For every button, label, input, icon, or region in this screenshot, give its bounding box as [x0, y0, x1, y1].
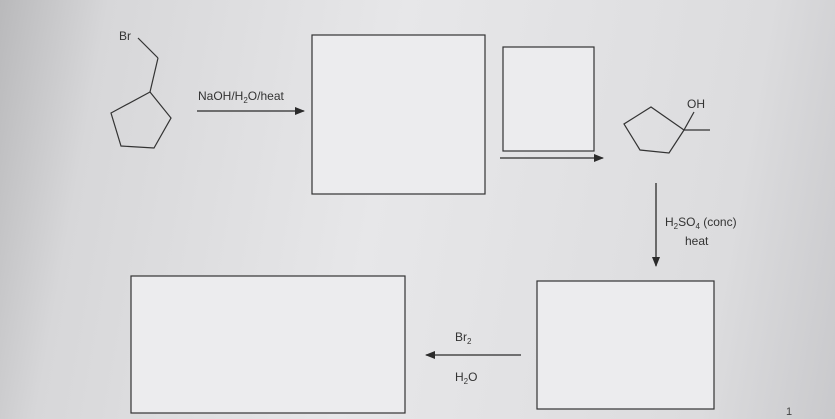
step3-reagent-line2: heat: [685, 234, 709, 248]
start-molecule: [110, 37, 172, 149]
answer-box-intermediate[interactable]: [311, 34, 486, 195]
step4-reagent-br2: Br2: [455, 330, 472, 346]
cyclopentane-ring: [110, 91, 172, 149]
oh-label: OH: [687, 97, 705, 111]
answer-box-final-product[interactable]: [130, 275, 406, 414]
answer-box-alkene[interactable]: [536, 280, 715, 410]
answer-box-reagent[interactable]: [502, 46, 595, 152]
c-br-bond: [137, 37, 159, 59]
ch2-bond: [149, 57, 159, 93]
product-molecule: [623, 106, 710, 154]
step4-reagent-h2o: H2O: [455, 370, 477, 386]
page-number: 1: [786, 406, 793, 418]
step1-reagent: NaOH/H2O/heat: [198, 89, 284, 105]
c-oh-bond: [683, 111, 695, 131]
step3-reagent-line1: H2SO4 (conc): [665, 215, 737, 231]
br-label: Br: [119, 29, 131, 43]
cyclopentanol-ring: [623, 106, 685, 154]
